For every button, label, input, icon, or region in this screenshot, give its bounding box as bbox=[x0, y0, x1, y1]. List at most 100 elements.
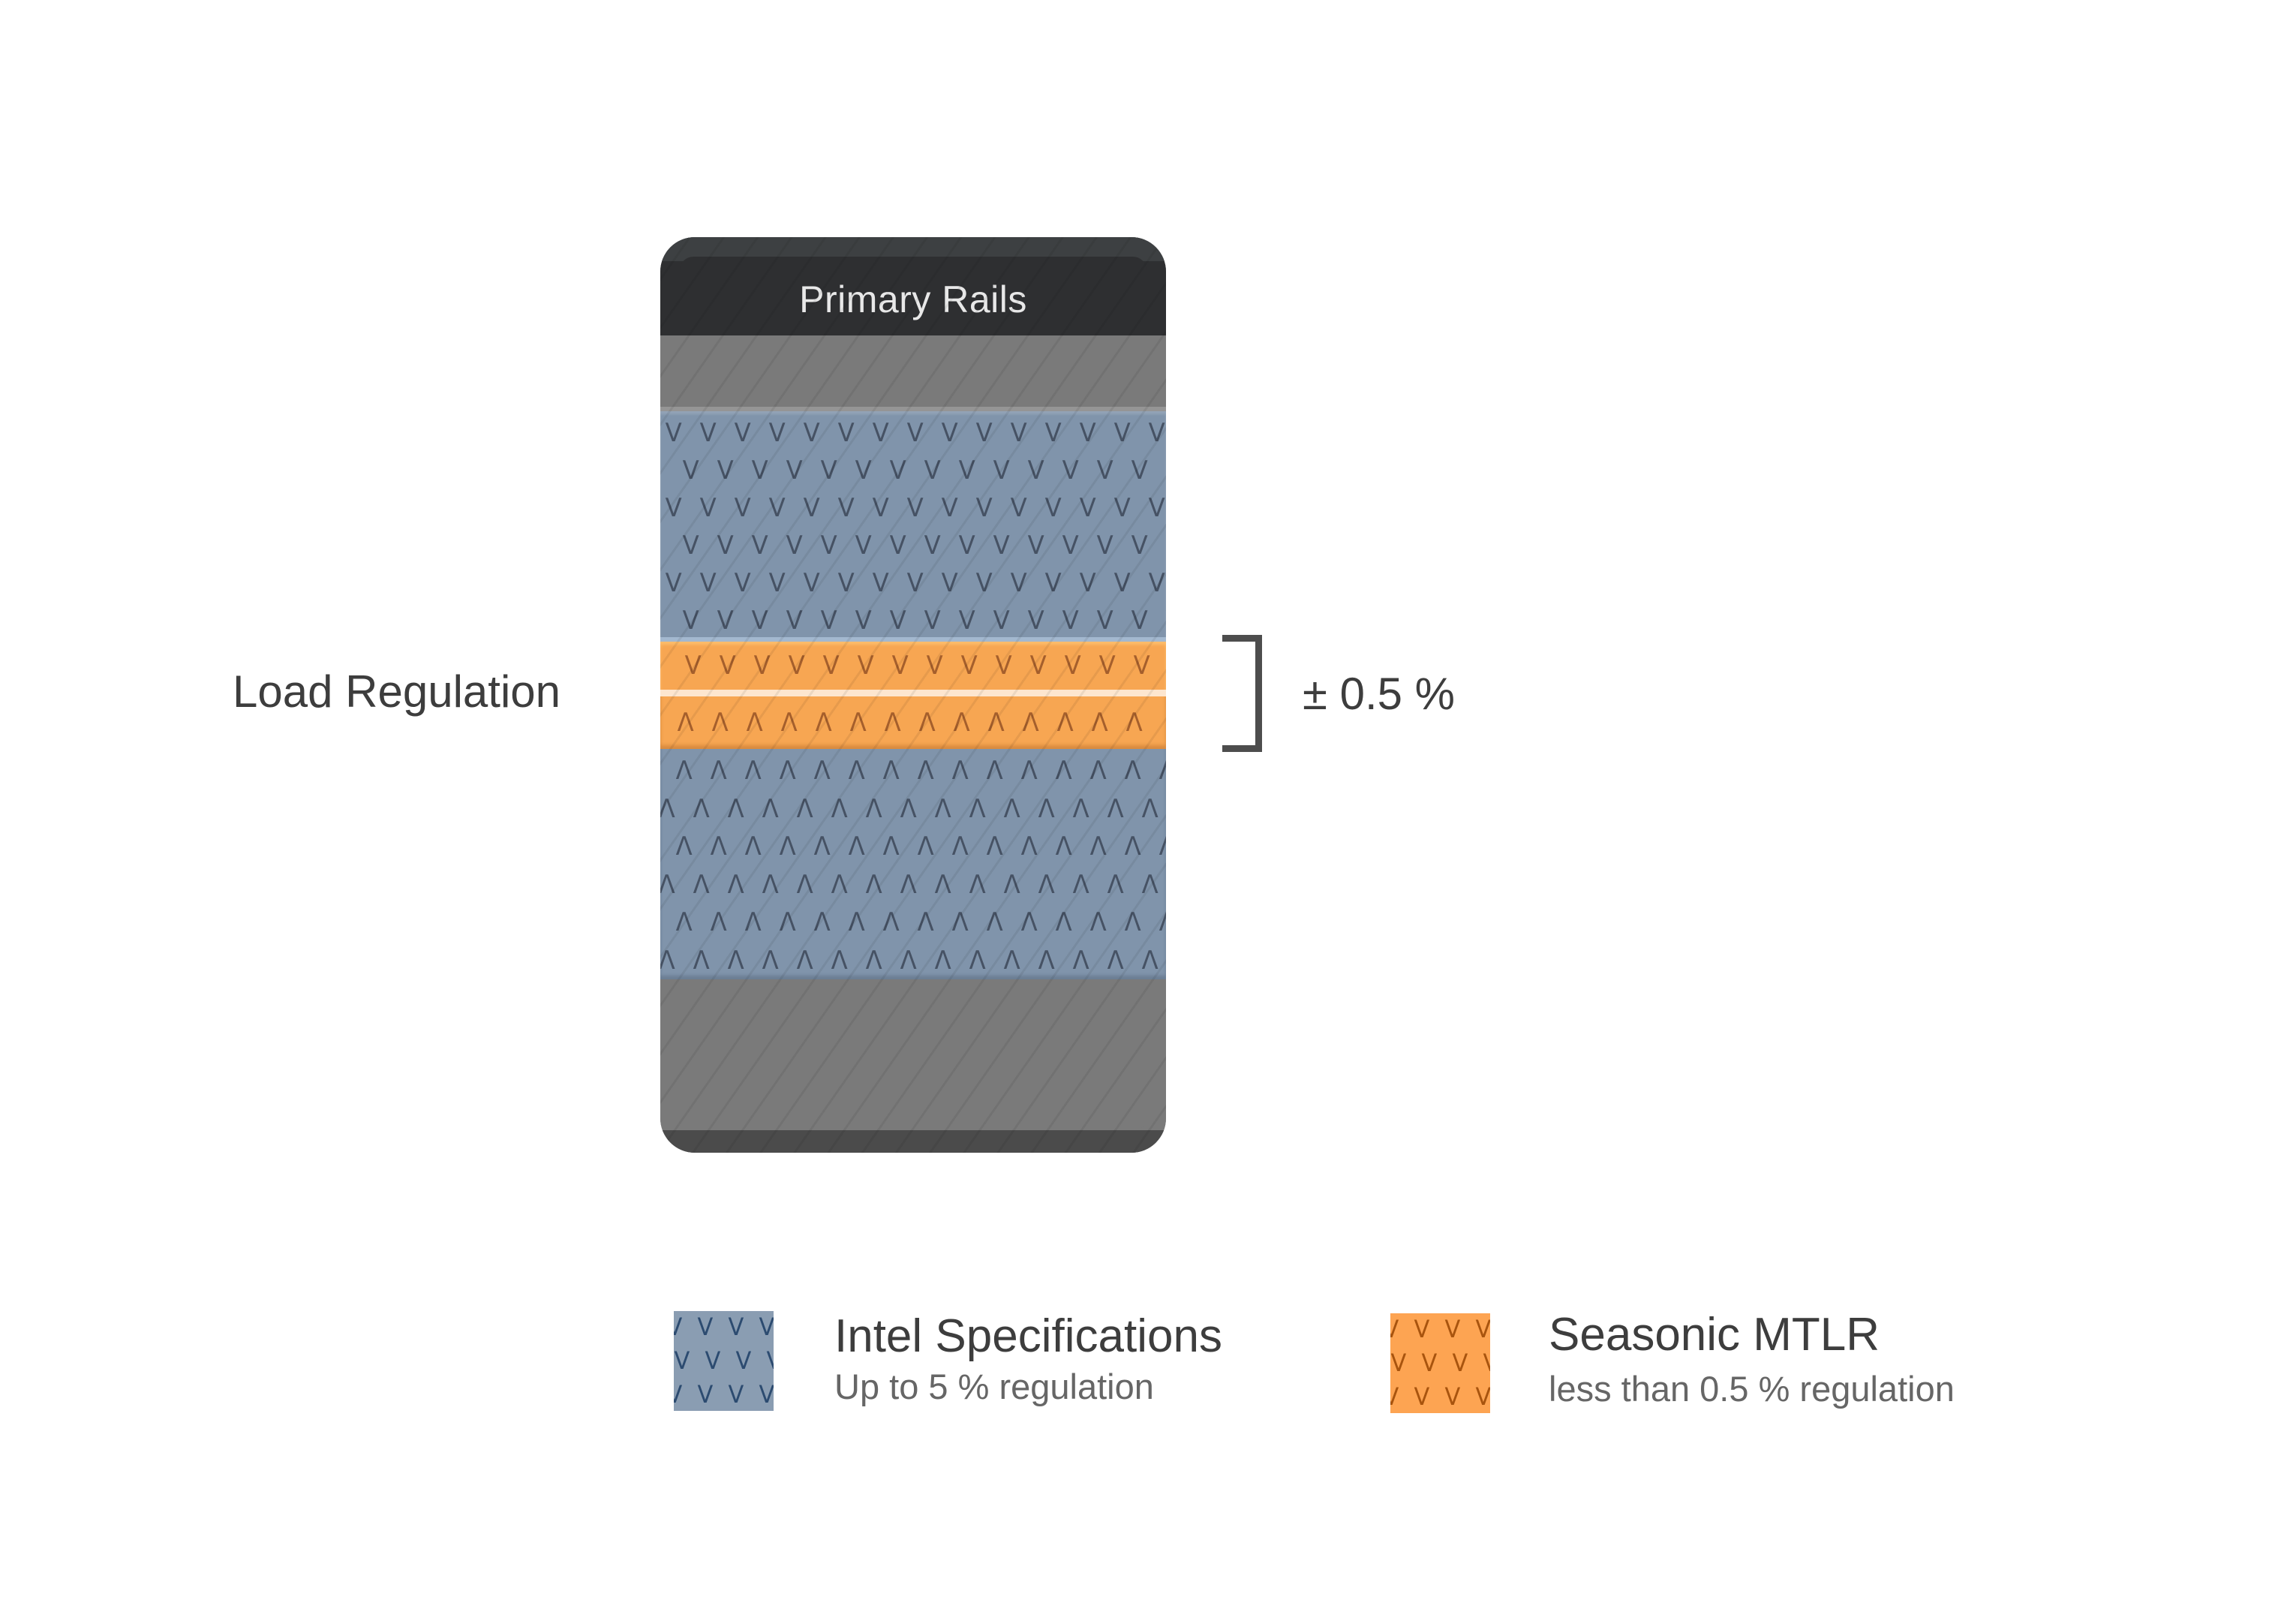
pattern-glyph: Λ bbox=[969, 869, 986, 900]
pattern-glyph: Λ bbox=[1089, 832, 1107, 862]
pattern-glyph: Λ bbox=[727, 793, 744, 824]
pattern-glyph: V bbox=[838, 420, 855, 446]
pattern-glyph: Λ bbox=[987, 708, 1005, 738]
pattern-glyph: V bbox=[821, 608, 837, 633]
pattern-glyph: V bbox=[1414, 1315, 1430, 1343]
pattern-glyph: Λ bbox=[1038, 945, 1055, 976]
pattern-glyph: Λ bbox=[744, 907, 762, 937]
pattern-glyph: Λ bbox=[882, 832, 900, 862]
pattern-glyph: Λ bbox=[934, 793, 951, 824]
pattern-glyph: V bbox=[700, 570, 717, 596]
pattern-glyph: V bbox=[1421, 1349, 1438, 1377]
pattern-glyph: V bbox=[759, 1380, 774, 1409]
pattern-glyph: V bbox=[1131, 533, 1148, 558]
pattern-glyph: Λ bbox=[1107, 869, 1124, 900]
pattern-glyph: V bbox=[728, 1313, 744, 1341]
pattern-glyph: V bbox=[683, 458, 699, 483]
pattern-glyph: V bbox=[1475, 1315, 1490, 1343]
pattern-glyph: Λ bbox=[848, 832, 865, 862]
pattern-glyph: Λ bbox=[779, 907, 796, 937]
pattern-glyph: Λ bbox=[660, 796, 675, 822]
pattern-glyph: V bbox=[907, 495, 924, 521]
pattern-glyph: V bbox=[1045, 420, 1062, 446]
pattern-glyph: Λ bbox=[1107, 793, 1124, 824]
pattern-glyph: Λ bbox=[884, 708, 901, 738]
pattern-glyph: Λ bbox=[779, 756, 796, 786]
pattern-glyph: V bbox=[1045, 495, 1062, 521]
pattern-glyph: V bbox=[666, 495, 682, 521]
pattern-glyph: V bbox=[697, 1313, 714, 1341]
pattern-glyph: V bbox=[769, 420, 786, 446]
pattern-glyph: V bbox=[993, 608, 1010, 633]
pattern-glyph: Λ bbox=[762, 945, 779, 976]
pattern-glyph: Λ bbox=[746, 708, 763, 738]
pattern-glyph: Λ bbox=[1038, 869, 1055, 900]
pattern-glyph: V bbox=[942, 495, 958, 521]
pattern-glyph: V bbox=[1080, 420, 1096, 446]
pattern-glyph: Λ bbox=[831, 869, 848, 900]
pattern-glyph: V bbox=[1133, 651, 1150, 681]
pattern-glyph: Λ bbox=[675, 832, 693, 862]
pattern-glyph: V bbox=[873, 420, 889, 446]
legend-intel-subtitle: Up to 5 % regulation bbox=[834, 1367, 1154, 1406]
pattern-glyph: V bbox=[717, 458, 734, 483]
pattern-glyph: Λ bbox=[882, 756, 900, 786]
pattern-glyph: Λ bbox=[710, 832, 727, 862]
pattern-glyph: Λ bbox=[934, 945, 951, 976]
pattern-glyph: V bbox=[674, 1314, 682, 1340]
pattern-glyph: V bbox=[891, 651, 909, 681]
pattern-glyph: Λ bbox=[660, 872, 675, 898]
pattern-glyph: Λ bbox=[900, 869, 917, 900]
pattern-glyph: Λ bbox=[1159, 910, 1166, 935]
pattern-glyph: V bbox=[1011, 420, 1027, 446]
pattern-glyph: Λ bbox=[779, 832, 796, 862]
pattern-glyph: V bbox=[890, 608, 906, 633]
pattern-glyph: Λ bbox=[711, 708, 729, 738]
pattern-glyph: Λ bbox=[1020, 907, 1038, 937]
pattern-glyph: Λ bbox=[1141, 945, 1159, 976]
pattern-glyph: Λ bbox=[813, 756, 831, 786]
pattern-glyph: V bbox=[804, 420, 820, 446]
pattern-glyph: Λ bbox=[727, 869, 744, 900]
pattern-glyph: Λ bbox=[865, 869, 882, 900]
pattern-glyph: Λ bbox=[865, 793, 882, 824]
pattern-glyph: V bbox=[855, 608, 872, 633]
pattern-glyph: Λ bbox=[693, 945, 710, 976]
pattern-glyph: V bbox=[752, 533, 768, 558]
pattern-glyph: V bbox=[769, 495, 786, 521]
pattern-glyph: V bbox=[804, 570, 820, 596]
pattern-glyph: V bbox=[890, 533, 906, 558]
pattern-glyph: Λ bbox=[1003, 793, 1020, 824]
pattern-glyph: Λ bbox=[865, 945, 882, 976]
pattern-glyph: V bbox=[855, 533, 872, 558]
pattern-glyph: Λ bbox=[796, 869, 813, 900]
pattern-glyph: V bbox=[1390, 1384, 1399, 1409]
pattern-glyph: V bbox=[674, 1382, 682, 1407]
pattern-glyph: V bbox=[873, 570, 889, 596]
pattern-glyph: V bbox=[1064, 651, 1081, 681]
pattern-glyph: V bbox=[769, 570, 786, 596]
pattern-glyph: Λ bbox=[1055, 832, 1072, 862]
pattern-glyph: Λ bbox=[1020, 832, 1038, 862]
pattern-glyph: V bbox=[890, 458, 906, 483]
pattern-glyph: V bbox=[786, 458, 803, 483]
pattern-glyph: Λ bbox=[1055, 907, 1072, 937]
pattern-glyph: V bbox=[1029, 651, 1047, 681]
pattern-glyph: V bbox=[786, 533, 803, 558]
pattern-glyph: Λ bbox=[710, 756, 727, 786]
pattern-glyph: Λ bbox=[848, 907, 865, 937]
legend-seasonic-title: Seasonic MTLR bbox=[1549, 1309, 1880, 1361]
pattern-glyph: V bbox=[1390, 1349, 1407, 1377]
pattern-glyph: Λ bbox=[762, 869, 779, 900]
pattern-glyph: V bbox=[1149, 495, 1165, 521]
pattern-glyph: V bbox=[1011, 495, 1027, 521]
pattern-glyph: Λ bbox=[675, 907, 693, 937]
pattern-glyph: V bbox=[959, 608, 975, 633]
pattern-glyph: Λ bbox=[1003, 945, 1020, 976]
pattern-glyph: Λ bbox=[744, 832, 762, 862]
pattern-glyph: Λ bbox=[1141, 869, 1159, 900]
